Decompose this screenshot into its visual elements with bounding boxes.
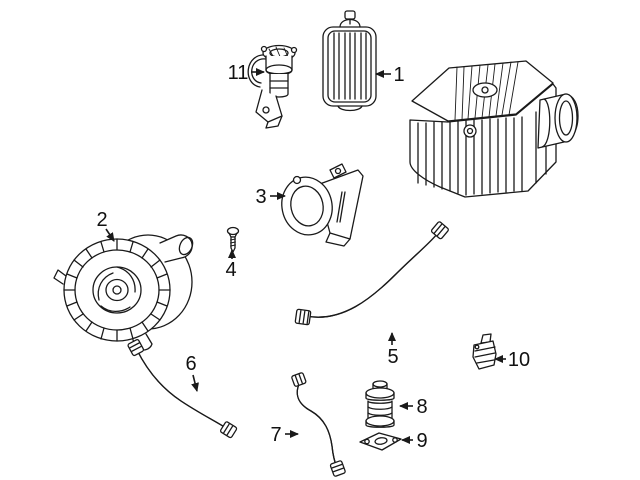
callout-9-label[interactable]: 9 xyxy=(416,430,427,452)
part-4-illustration xyxy=(226,226,240,253)
part-8-illustration xyxy=(365,380,395,428)
callout-6[interactable]: 6 xyxy=(185,353,199,392)
part-6-illustration xyxy=(127,339,238,439)
part-3-illustration xyxy=(281,163,364,247)
callout-8[interactable]: 8 xyxy=(399,396,428,418)
callout-5-label[interactable]: 5 xyxy=(387,346,398,368)
callout-1-label[interactable]: 1 xyxy=(393,64,404,86)
callout-4-label[interactable]: 4 xyxy=(225,259,236,281)
callout-10-label[interactable]: 10 xyxy=(508,349,530,371)
part-10-illustration xyxy=(472,333,497,370)
part-9-illustration xyxy=(359,432,402,451)
callout-3-label[interactable]: 3 xyxy=(255,186,266,208)
part-2-illustration xyxy=(53,234,194,351)
callout-7[interactable]: 7 xyxy=(270,424,299,446)
callout-8-label[interactable]: 8 xyxy=(416,396,427,418)
part-1-illustration xyxy=(322,10,377,112)
callout-3[interactable]: 3 xyxy=(255,186,286,208)
part-11-illustration xyxy=(247,44,298,129)
air-cleaner-illustration xyxy=(409,60,579,198)
callout-7-label[interactable]: 7 xyxy=(270,424,281,446)
callout-11-label[interactable]: 11 xyxy=(228,62,249,84)
callout-2-arrow xyxy=(105,228,115,242)
part-5-illustration xyxy=(294,221,449,326)
callout-9[interactable]: 9 xyxy=(401,430,428,452)
callout-6-label[interactable]: 6 xyxy=(185,353,196,375)
callout-6-arrow xyxy=(191,374,199,392)
callout-1[interactable]: 1 xyxy=(375,64,405,86)
callout-4[interactable]: 4 xyxy=(225,249,237,281)
part-7-illustration xyxy=(291,372,346,477)
callout-5[interactable]: 5 xyxy=(387,332,399,368)
callout-2[interactable]: 2 xyxy=(96,209,115,242)
callout-11[interactable]: 11 xyxy=(228,62,265,84)
callout-2-label[interactable]: 2 xyxy=(96,209,107,231)
callout-10[interactable]: 10 xyxy=(494,349,530,371)
